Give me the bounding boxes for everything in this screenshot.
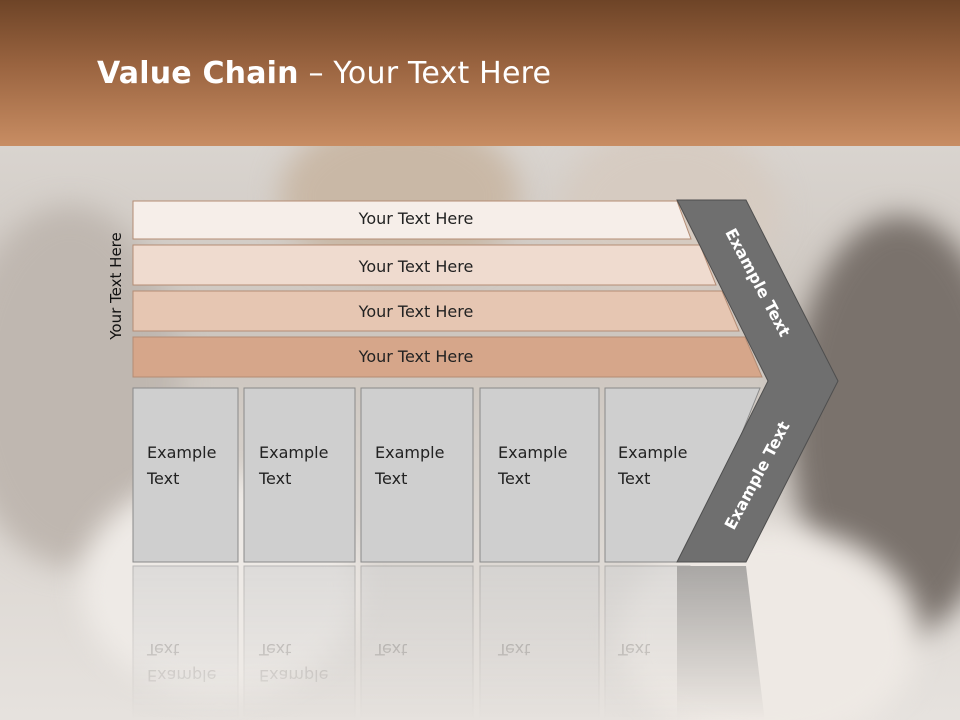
bar-3 bbox=[132, 290, 740, 332]
title-bold: Value Chain bbox=[97, 56, 299, 91]
reflection-text: Example bbox=[147, 666, 216, 685]
bar-3-label: Your Text Here bbox=[358, 302, 474, 321]
chevron-arrow bbox=[676, 199, 839, 563]
reflection-text: Text bbox=[617, 640, 650, 659]
boxes-reflection: Example Text Example Text Text Text Text bbox=[132, 565, 765, 720]
box-1-line1: Example bbox=[147, 443, 216, 462]
box-5-line1: Example bbox=[618, 443, 687, 462]
reflection-text: Text bbox=[497, 640, 530, 659]
box-3-line1: Example bbox=[375, 443, 444, 462]
title-bar: Value Chain – Your Text Here bbox=[0, 0, 960, 146]
box-5-line2: Text bbox=[617, 469, 650, 488]
bar-1-label: Your Text Here bbox=[358, 209, 474, 228]
box-4 bbox=[479, 387, 600, 563]
reflection-text: Text bbox=[374, 640, 407, 659]
bar-2 bbox=[132, 244, 717, 286]
box-3-line2: Text bbox=[374, 469, 407, 488]
box-1 bbox=[132, 387, 239, 563]
slide-title: Value Chain – Your Text Here bbox=[97, 56, 551, 91]
box-4-line1: Example bbox=[498, 443, 567, 462]
box-4-line2: Text bbox=[497, 469, 530, 488]
bar-2-label: Your Text Here bbox=[358, 257, 474, 276]
bar-4-label: Your Text Here bbox=[358, 347, 474, 366]
box-2-line1: Example bbox=[259, 443, 328, 462]
bar-4 bbox=[132, 336, 763, 378]
box-1-line2: Text bbox=[146, 469, 179, 488]
box-3 bbox=[360, 387, 474, 563]
title-rest: – Your Text Here bbox=[298, 56, 552, 91]
reflection-text: Text bbox=[146, 640, 179, 659]
reflection-text: Example bbox=[259, 666, 328, 685]
box-2 bbox=[243, 387, 356, 563]
reflection-text: Text bbox=[258, 640, 291, 659]
bar-1 bbox=[132, 200, 692, 240]
box-2-line2: Text bbox=[258, 469, 291, 488]
